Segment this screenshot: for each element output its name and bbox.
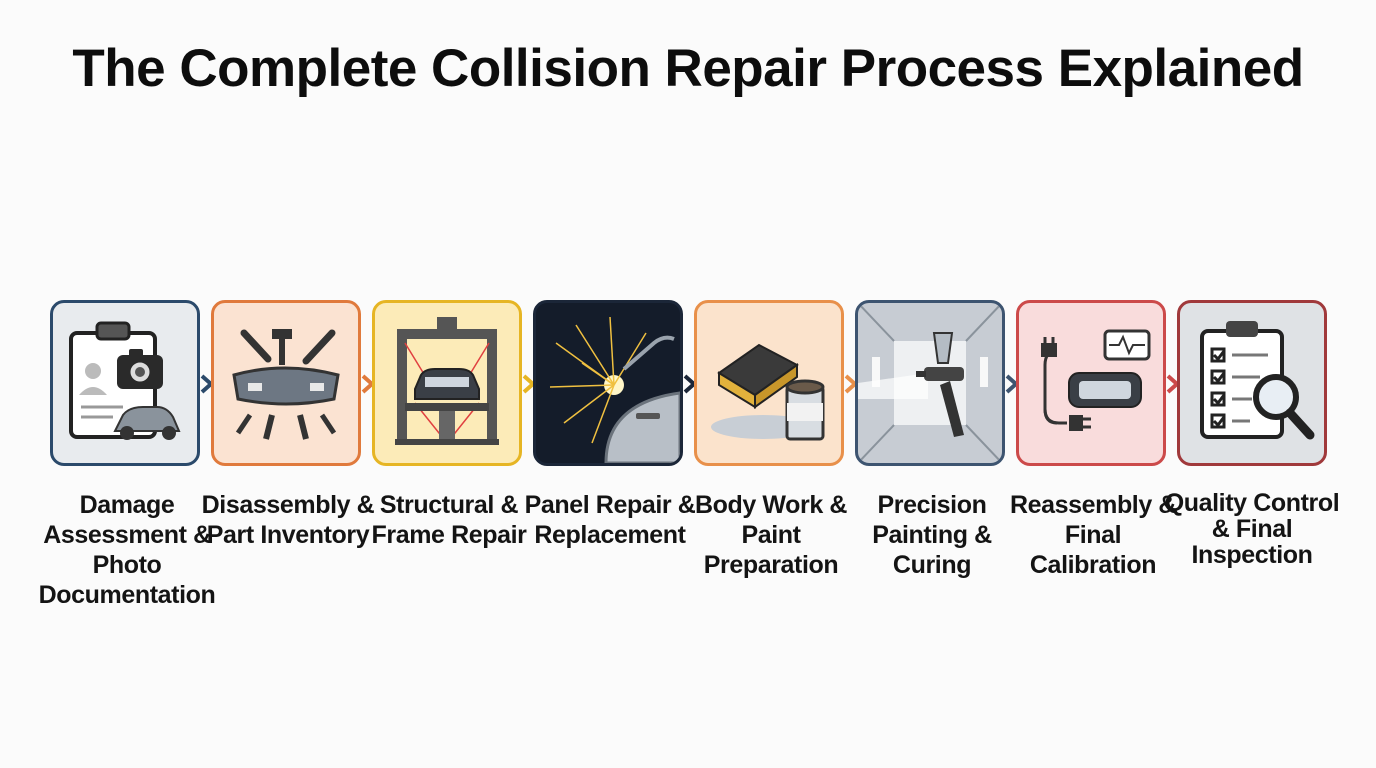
step-7-tile (1016, 300, 1166, 466)
step-1-label: Damage Assessment & Photo Documentation (38, 491, 216, 609)
step-6-label: Precision Painting & Curing (872, 491, 992, 579)
checklist-magnifier-icon (1200, 321, 1315, 440)
step-2-label: Disassembly & Part Inventory (201, 491, 375, 549)
step-3-tile (372, 300, 522, 466)
clipboard-camera-car-icon (69, 321, 181, 440)
step-1-tile (50, 300, 200, 466)
bumper-tools-icon (232, 329, 340, 440)
step-4-tile (533, 300, 683, 466)
page-title: The Complete Collision Repair Process Ex… (72, 39, 1304, 98)
spray-gun-booth-icon (858, 303, 1002, 463)
step-2-tile (211, 300, 361, 466)
sanding-block-paint-can-icon (711, 343, 825, 441)
diagnostic-connector-icon (1041, 329, 1151, 431)
step-6-tile (855, 300, 1005, 466)
frame-lift-laser-icon (395, 317, 499, 445)
step-5-tile (694, 300, 844, 466)
step-3-label: Structural & Frame Repair (371, 491, 527, 549)
step-8-label: Quality Control & Final Inspection (1164, 489, 1340, 569)
welding-sparks-panel-icon (549, 316, 680, 463)
step-7-label: Reassembly & Final Calibration (1009, 491, 1177, 579)
step-4-label: Panel Repair & Replacement (524, 491, 696, 549)
step-8-tile (1177, 300, 1327, 466)
step-5-label: Body Work & Paint Preparation (694, 491, 848, 579)
